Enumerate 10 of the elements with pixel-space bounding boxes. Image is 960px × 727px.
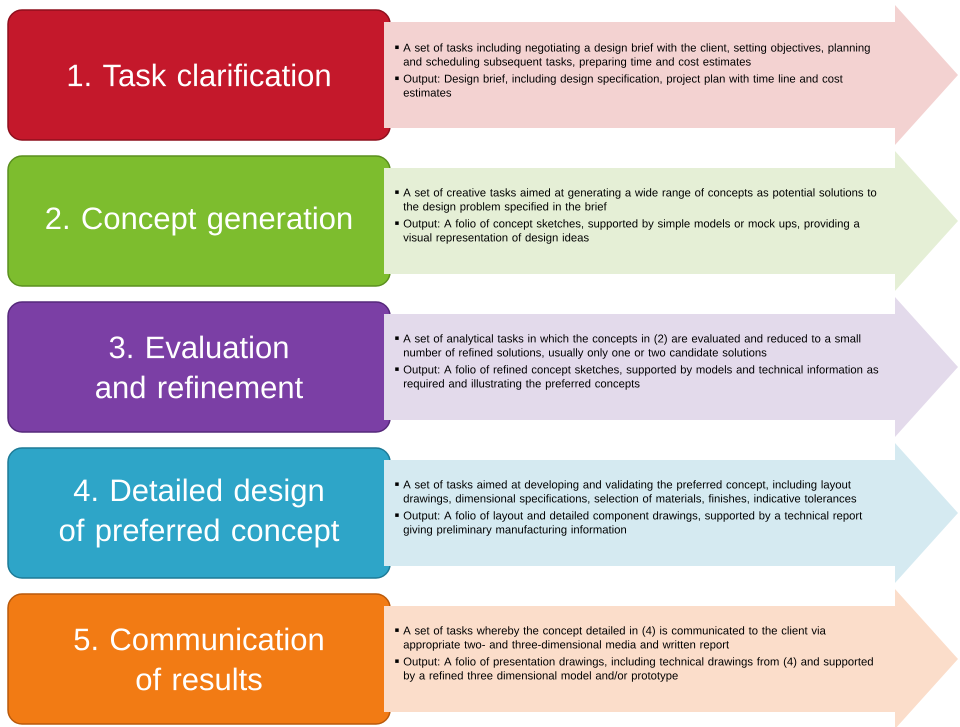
description-panel: A set of tasks aimed at developing and validating the preferred concept, including layout drawings, dimensional specifications, selection of materials, finishes, indicative tolerances Output: A folio of layout and detailed component drawings, supported by a technical report giving preliminary manufacturing information	[384, 443, 958, 583]
stage-box: 1. Task clarification	[7, 9, 391, 141]
stage-box: 2. Concept generation	[7, 155, 391, 287]
description-panel: A set of tasks including negotiating a design brief with the client, setting objectives, planning and scheduling subsequent tasks, preparing time and cost estimates Output: Design brief, including design specification, project plan with time line and cost estimates	[384, 5, 958, 145]
stage-box: 3. Evaluation and refinement	[7, 301, 391, 433]
description-panel: A set of tasks whereby the concept detailed in (4) is communicated to the client via appropriate two- and three-dimensional media and written report Output: A folio of presentation drawings, including technical drawings from (4) and supported by a refined three dimensional model and/or prototype	[384, 589, 958, 727]
description-panel: A set of creative tasks aimed at generating a wide range of concepts as potential solutions to the design problem specified in the brief Output: A folio of concept sketches, supported by simple models or mock ups, providing a visual representation of design ideas	[384, 151, 958, 291]
stage-box: 5. Communication of results	[7, 593, 391, 725]
description-panel: A set of analytical tasks in which the concepts in (2) are evaluated and reduced to a small number of refined solutions, usually only one or two candidate solutions Output: A folio of refined concept sketches, supported by models and technical information as required and illustrating the preferred concepts	[384, 297, 958, 437]
stage-box: 4. Detailed design of preferred concept	[7, 447, 391, 579]
